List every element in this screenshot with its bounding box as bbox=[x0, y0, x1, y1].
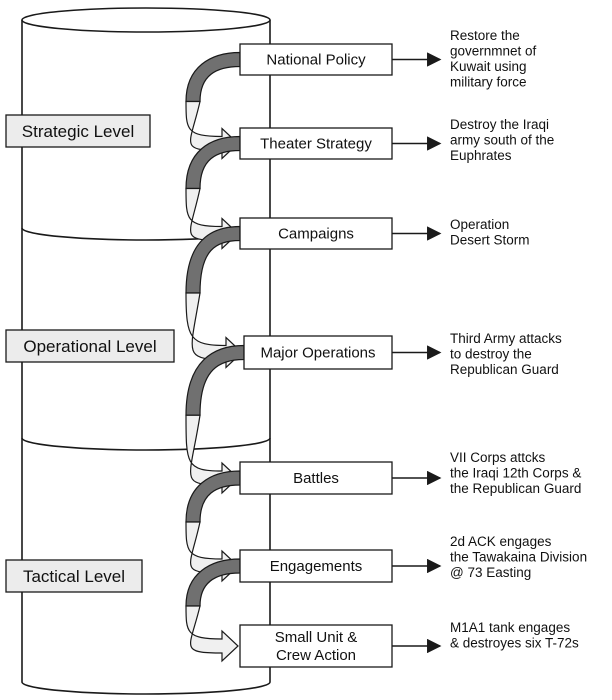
stage-description: Operation bbox=[450, 217, 509, 232]
stage-description: the Iraqi 12th Corps & bbox=[450, 466, 581, 481]
stage-label: Crew Action bbox=[276, 647, 356, 664]
stage-description: Republican Guard bbox=[450, 362, 559, 377]
level-operational: Operational Level bbox=[5, 329, 175, 363]
stage-7: Small Unit &Crew Action M1A1 tank engages… bbox=[239, 620, 579, 668]
stage-description: 2d ACK engages bbox=[450, 534, 552, 549]
stage-box bbox=[239, 217, 393, 250]
stage-description: the Tawakaina Division bbox=[450, 550, 587, 565]
stage-box bbox=[239, 549, 393, 583]
stage-description: Destroy the Iraqi bbox=[450, 117, 549, 132]
stage-description: Kuwait using bbox=[450, 59, 527, 74]
stage-description: Third Army attacks bbox=[450, 331, 562, 346]
stage-label: Theater Strategy bbox=[260, 136, 372, 153]
stage-description: Restore the bbox=[450, 28, 520, 43]
stage-box bbox=[239, 461, 393, 495]
stage-label: National Policy bbox=[266, 52, 366, 69]
level-box bbox=[5, 114, 151, 148]
stage-description: & destroyes six T-72s bbox=[450, 636, 579, 651]
cylinder-band-operational-tactical bbox=[21, 437, 271, 451]
stage-description: Euphrates bbox=[450, 148, 512, 163]
level-tactical: Tactical Level bbox=[5, 559, 143, 593]
level-box bbox=[5, 559, 143, 593]
stage-label: Battles bbox=[293, 470, 339, 487]
stage-label: Major Operations bbox=[260, 345, 375, 362]
spiral-arrows bbox=[185, 51, 245, 663]
stage-description: military force bbox=[450, 75, 527, 90]
stage-description: the Republican Guard bbox=[450, 481, 581, 496]
spiral-arrow-front bbox=[185, 605, 239, 663]
cylinder-top bbox=[21, 7, 271, 33]
level-label: Operational Level bbox=[23, 337, 156, 356]
stage-label: Campaigns bbox=[278, 226, 354, 243]
stage-description: VII Corps attcks bbox=[450, 450, 546, 465]
level-strategic: Strategic Level bbox=[5, 114, 151, 148]
stage-description: governmnet of bbox=[450, 44, 537, 59]
stage-description: M1A1 tank engages bbox=[450, 620, 570, 635]
stage-box bbox=[239, 624, 393, 668]
level-box bbox=[5, 329, 175, 363]
stage-box bbox=[239, 43, 393, 76]
stage-box bbox=[243, 335, 393, 370]
stage-box bbox=[239, 127, 393, 160]
stage-description: Desert Storm bbox=[450, 233, 530, 248]
stage-label: Small Unit & bbox=[275, 629, 358, 646]
level-label: Tactical Level bbox=[23, 567, 125, 586]
stage-description: army south of the bbox=[450, 133, 554, 148]
stage-label: Engagements bbox=[270, 558, 363, 575]
stage-description: to destroy the bbox=[450, 347, 532, 362]
level-label: Strategic Level bbox=[22, 122, 134, 141]
stage-description: @ 73 Easting bbox=[450, 565, 531, 580]
